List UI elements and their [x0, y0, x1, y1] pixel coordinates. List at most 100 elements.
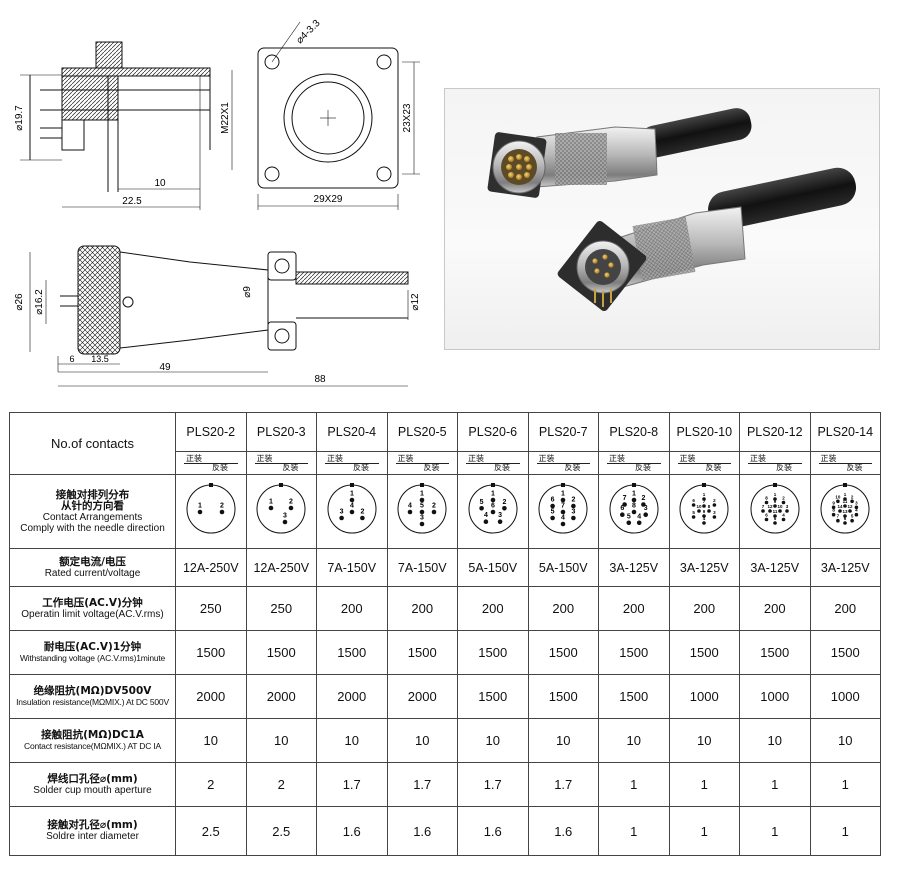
pin-number: 5 [627, 513, 631, 520]
pin-number: 3 [785, 504, 788, 509]
pin-dot [692, 515, 696, 519]
mount-reverse-label: 反装 [282, 463, 299, 472]
dim-thread: M22X1 [220, 102, 231, 134]
pin-number: 1 [198, 503, 202, 510]
spec-value-cell: 3A-125V [809, 548, 881, 587]
pin-number: 13 [843, 509, 849, 514]
key-notch [349, 483, 354, 487]
panel-socket-side-view [20, 41, 233, 210]
mount-orientation-cell: 正装反装 [527, 451, 599, 475]
row-label-en: Solder cup mouth aperture [33, 784, 152, 796]
pin-number: 8 [708, 504, 711, 509]
mount-underline [184, 463, 238, 464]
mount-front-label: 正装 [538, 454, 555, 463]
arrangement-en-2: Comply with the needle direction [20, 522, 165, 534]
spec-value-cell: 2 [175, 762, 247, 807]
pin-number: 2 [782, 496, 785, 501]
dim-len-22-5: 22.5 [122, 196, 142, 207]
insert-outline [256, 484, 306, 534]
spec-value-cell: 3A-125V [668, 548, 740, 587]
model-header: PLS20-8 [598, 412, 670, 452]
spec-value-cell: 10 [527, 718, 599, 763]
model-header: PLS20-5 [386, 412, 458, 452]
pin-number: 2 [289, 499, 293, 506]
pin-dot [419, 521, 425, 527]
pin-number: 1 [350, 491, 354, 498]
spec-value-cell: 1500 [739, 630, 811, 675]
key-notch [561, 483, 566, 487]
pin-dot [692, 503, 696, 507]
spec-value-cell: 1500 [386, 630, 458, 675]
pin-dot [832, 512, 836, 517]
pin-number: 4 [561, 515, 565, 522]
plug-side-view [29, 245, 409, 387]
pin-number: 10 [777, 504, 783, 509]
pin-dot [571, 515, 576, 521]
pin-number: 1 [491, 491, 495, 498]
spec-value-cell: 1 [739, 762, 811, 807]
pin-number: 7 [761, 504, 764, 509]
spec-value-cell: 1500 [457, 630, 529, 675]
pin-number: 4 [637, 513, 641, 520]
pin-number: 2 [713, 498, 716, 503]
spec-value-cell: 1500 [527, 674, 599, 719]
spec-value-cell: 200 [668, 586, 740, 631]
key-notch [490, 483, 495, 487]
pin-dot [560, 509, 566, 515]
pin-number: 6 [844, 516, 847, 521]
spec-value-cell: 10 [386, 718, 458, 763]
model-header: PLS20-7 [527, 412, 599, 452]
key-notch [843, 483, 848, 487]
pin-dot [339, 515, 344, 521]
pin-number: 2 [502, 499, 506, 506]
mount-underline [677, 463, 731, 464]
mount-orientation-cell: 正装反装 [739, 451, 811, 475]
model-header: PLS20-10 [668, 412, 740, 452]
pin-dot [702, 514, 707, 518]
spec-value-cell: 12A-250V [175, 548, 247, 587]
pin-dot [712, 503, 717, 507]
mount-reverse-label: 反装 [846, 463, 863, 472]
model-header: PLS20-4 [316, 412, 388, 452]
row-label-en: Soldre inter diameter [46, 831, 139, 842]
spec-value-cell: 200 [527, 586, 599, 631]
spec-value-cell: 1500 [245, 630, 317, 675]
pin-dot [848, 509, 853, 513]
pin-dot [622, 502, 627, 507]
pin-dot [631, 497, 637, 503]
pin-dot [571, 503, 576, 509]
pin-number: 7 [561, 503, 565, 510]
mount-orientation-cell: 正装反装 [175, 451, 247, 475]
pin-dot [419, 509, 425, 515]
mount-orientation-cell: 正装反装 [598, 451, 670, 475]
spec-value-cell: 10 [668, 718, 740, 763]
spec-value-cell: 200 [386, 586, 458, 631]
arrangement-label: 接触对排列分布 从针的方向看 Contact Arrangements Comp… [9, 474, 176, 549]
connector-upper [487, 108, 752, 198]
pin-number: 9 [773, 499, 776, 504]
pin-dot [282, 519, 288, 525]
pin-dot [359, 515, 365, 521]
pin-dot [560, 497, 566, 503]
pin-dot [497, 519, 503, 524]
pin-number: 6 [620, 505, 624, 512]
pin-number: 7 [837, 514, 840, 519]
spec-value-cell: 1 [598, 762, 670, 807]
mount-orientation-cell: 正装反装 [245, 451, 317, 475]
spec-value-cell: 2000 [175, 674, 247, 719]
mount-row: 正装反装正装反装正装反装正装反装正装反装正装反装正装反装正装反装正装反装正装反装 [10, 451, 881, 475]
pin-number: 2 [432, 503, 436, 510]
spec-value-cell: 3A-125V [598, 548, 670, 587]
spec-value-cell: 10 [316, 718, 388, 763]
spec-value-cell: 1.6 [316, 806, 388, 856]
